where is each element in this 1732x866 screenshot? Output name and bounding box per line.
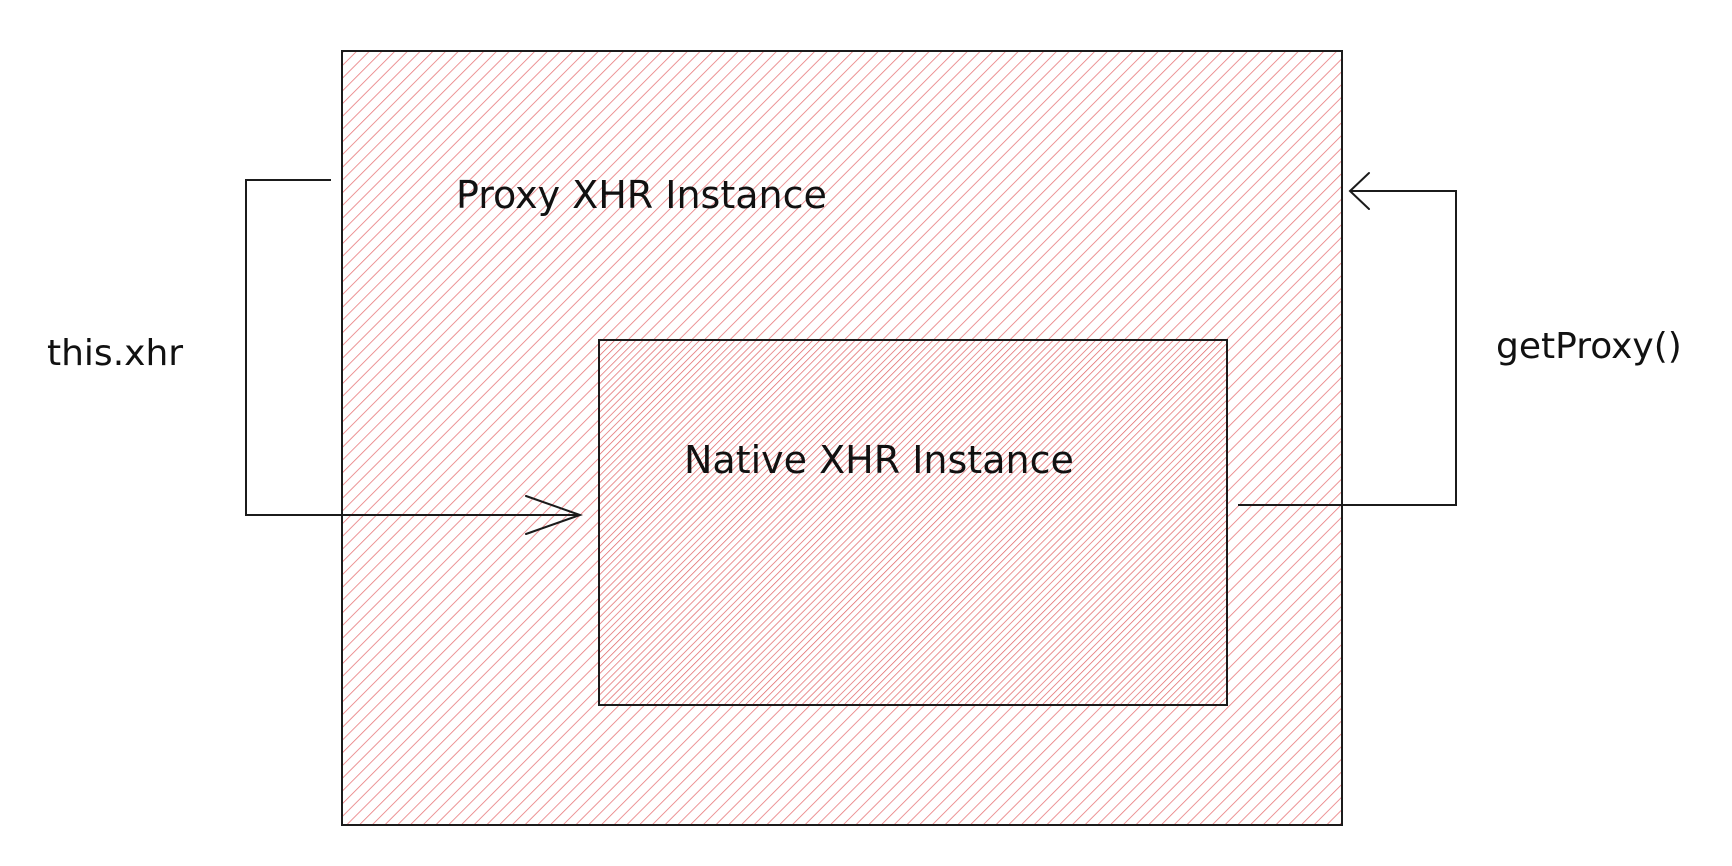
get-proxy-arrowhead: [1348, 172, 1370, 210]
this-xhr-connector: this.xhr: [47, 179, 584, 535]
get-proxy-connector: getProxy(): [1238, 172, 1682, 506]
this-xhr-label: this.xhr: [47, 333, 183, 374]
get-proxy-connector-line: [1238, 190, 1457, 506]
native-xhr-instance-outline: [598, 339, 1228, 706]
native-xhr-instance-label: Native XHR Instance: [684, 438, 1074, 482]
this-xhr-arrowhead: [525, 495, 584, 535]
native-xhr-instance-hatch: [599, 340, 1227, 705]
get-proxy-label: getProxy(): [1496, 326, 1682, 367]
proxy-xhr-instance-outline: [341, 50, 1343, 826]
native-xhr-instance-box: Native XHR Instance: [598, 339, 1228, 706]
this-xhr-connector-line: [245, 179, 580, 516]
proxy-xhr-instance-label: Proxy XHR Instance: [456, 173, 827, 217]
